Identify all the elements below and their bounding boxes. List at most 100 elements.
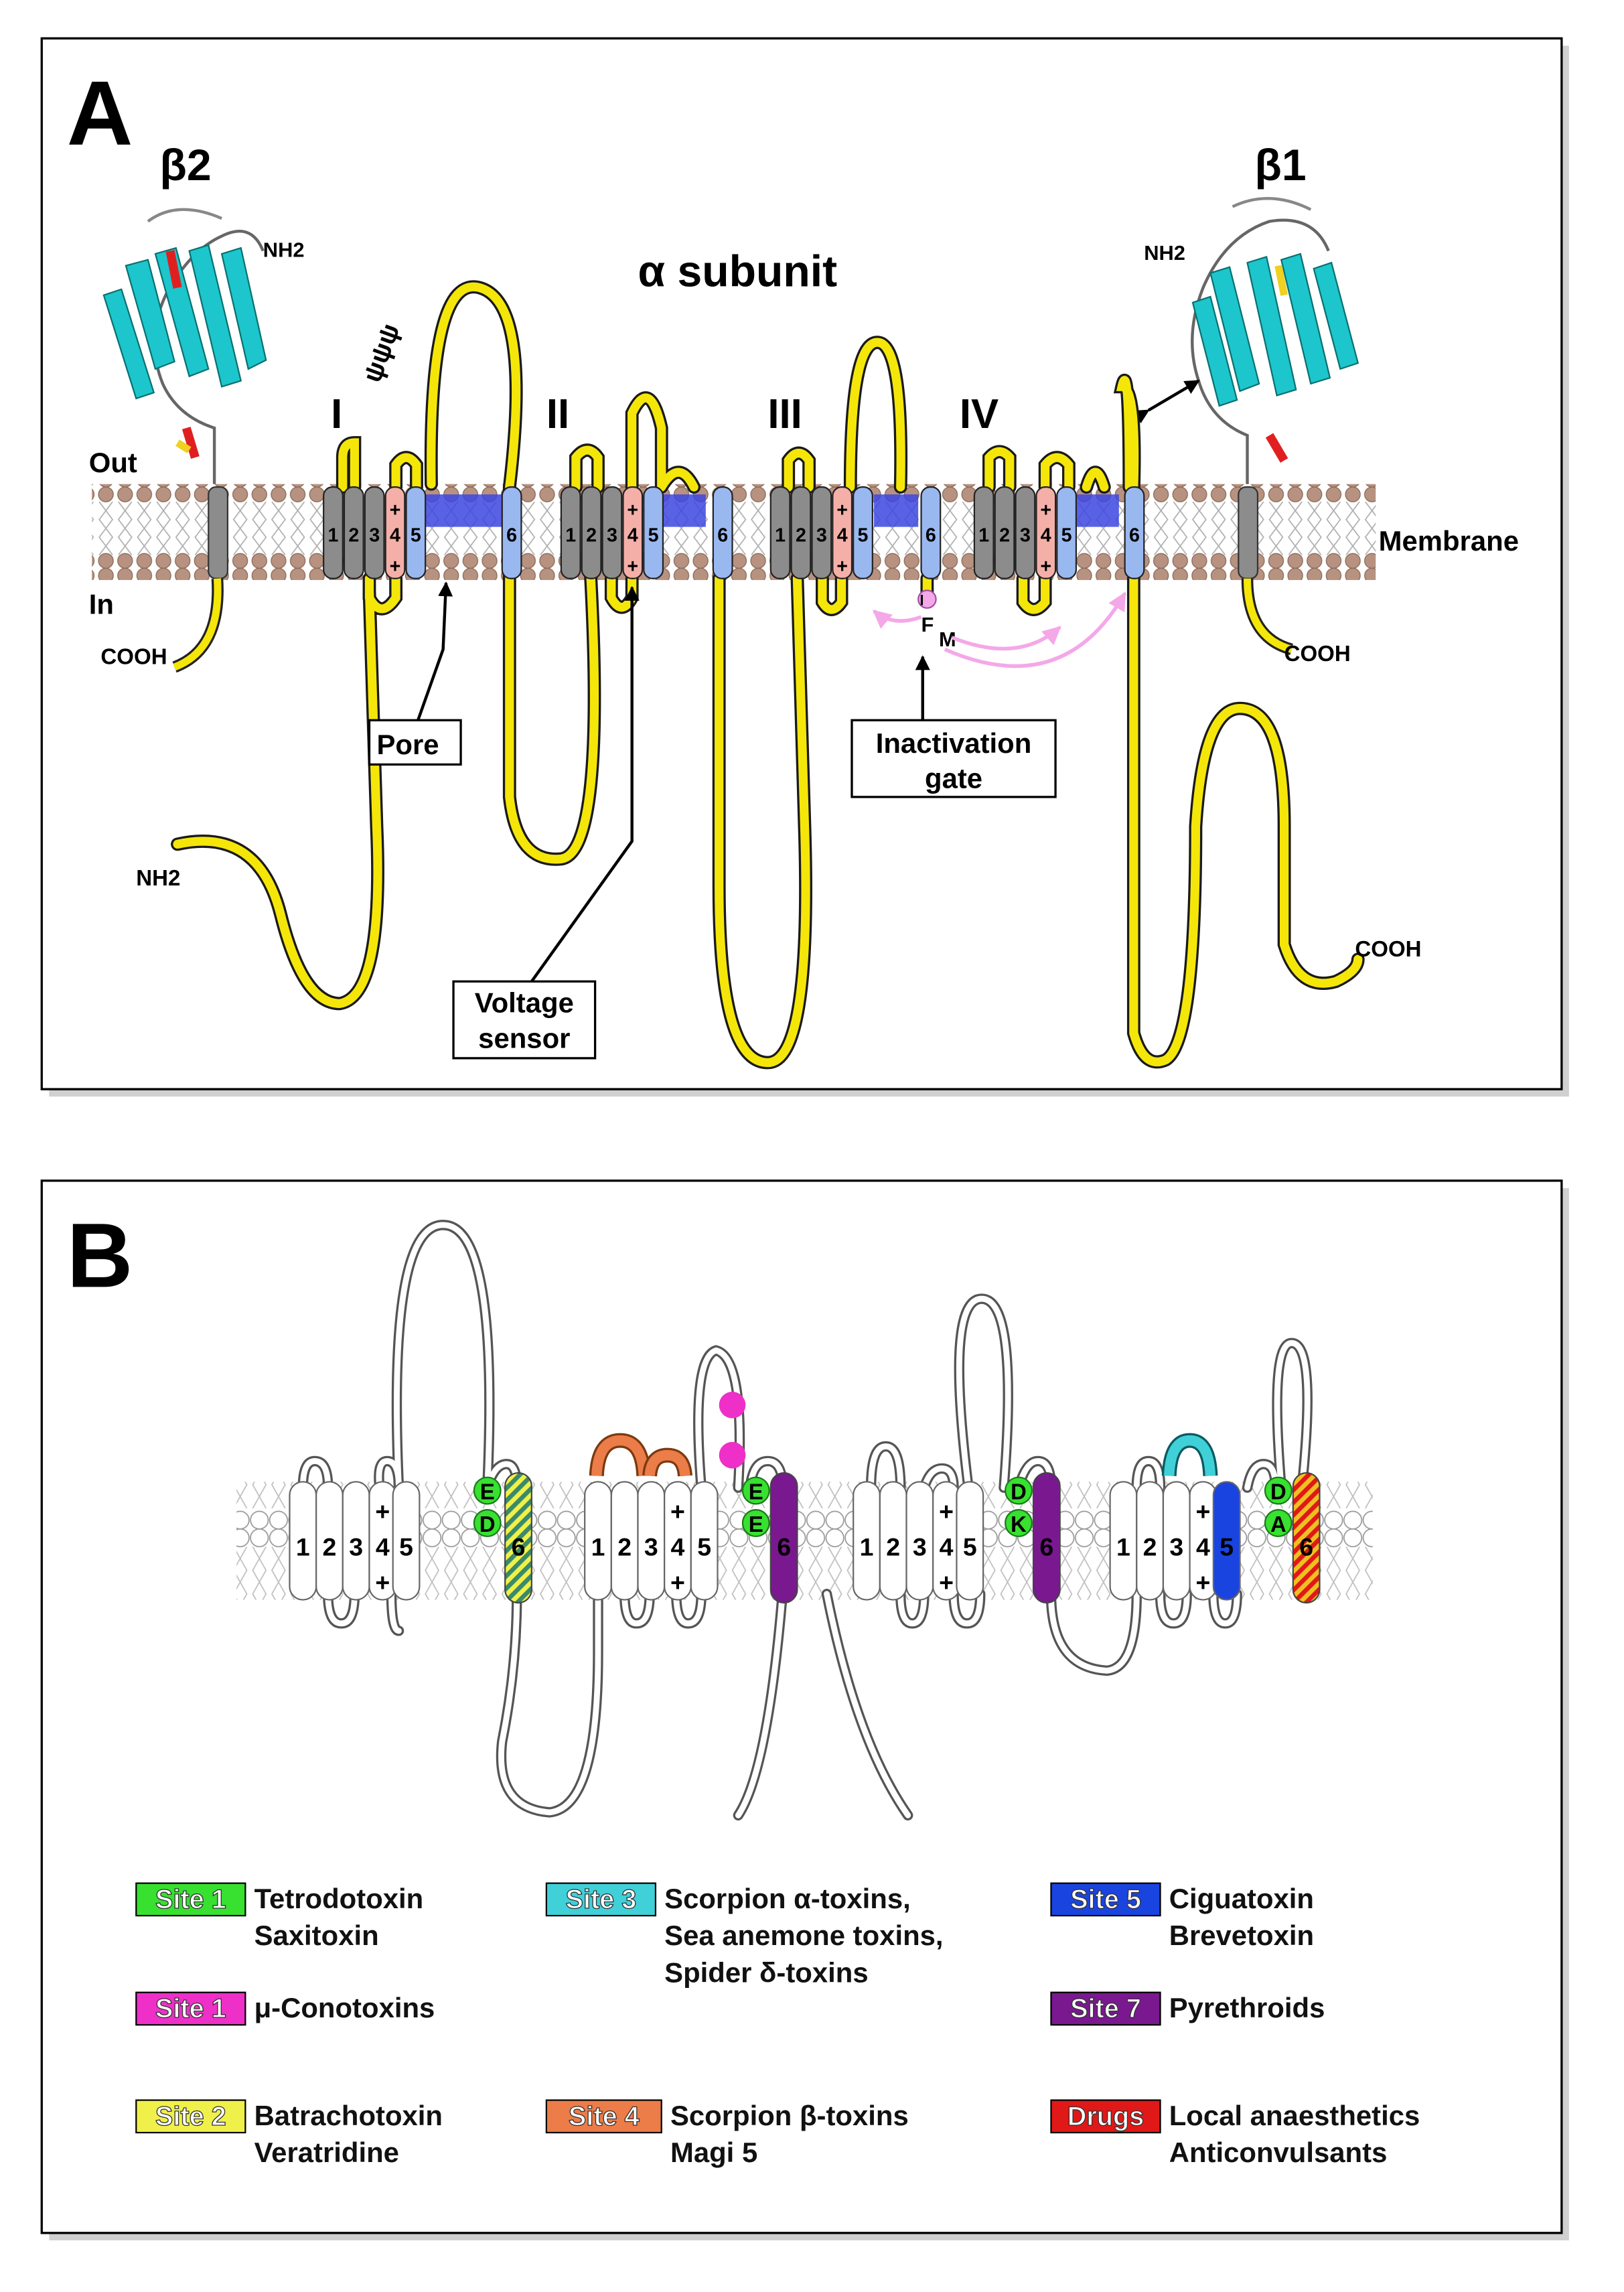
segment-d3-s1: [769, 486, 791, 579]
charge-plus: +: [627, 500, 638, 521]
charge-plus: +: [1040, 500, 1051, 521]
segment-number: 1: [591, 1532, 605, 1561]
beta1-label: β1: [1255, 141, 1307, 190]
segment-number: 6: [1299, 1532, 1313, 1561]
beta2-transmembrane: [208, 486, 229, 579]
residue-d4-1: D: [1270, 1480, 1286, 1505]
beta2-cooh: COOH: [100, 645, 167, 670]
segment-number: 4: [376, 1532, 390, 1561]
legend-swatch: [1050, 1882, 1161, 1917]
legend-text: Sea anemone toxins,: [664, 1920, 943, 1951]
legend-swatch: [1050, 2099, 1161, 2134]
segment-d3-s5: [853, 486, 873, 579]
beta2-structure: [102, 208, 267, 484]
legend-text: Local anaesthetics: [1169, 2100, 1420, 2131]
segment-number: 4: [671, 1532, 685, 1561]
domain-label-1: I: [331, 391, 342, 437]
panel-a-letter: A: [67, 62, 133, 164]
segment-d4-s3: [1015, 486, 1036, 579]
residues: E D E E D K D A: [473, 1476, 1293, 1537]
legend-text: Scorpion β-toxins: [670, 2100, 909, 2131]
segment-number: 3: [816, 525, 827, 547]
residue-d3-2: K: [1011, 1512, 1027, 1537]
segment-number: 2: [323, 1532, 337, 1561]
segment-d3-s6: [920, 486, 942, 579]
segment-number: 4: [390, 525, 400, 547]
legend-text: μ-Conotoxins: [254, 1992, 435, 2023]
segment-number: 4: [940, 1532, 954, 1561]
legend-swatch: [1050, 1991, 1161, 2026]
segment-d1-s4: [384, 486, 406, 579]
segment-number: 3: [607, 525, 617, 547]
charge-plus: +: [627, 556, 638, 577]
ifm-motif: [917, 589, 937, 609]
charge-plus: +: [1040, 556, 1051, 577]
charge-plus: +: [390, 500, 401, 521]
segment-d1-s5: [405, 486, 427, 579]
segment-number: 3: [349, 1532, 363, 1561]
segment-d3-s3: [811, 486, 832, 579]
segment-d2-s6: [712, 486, 733, 579]
legend-tag: Site 3: [565, 1885, 636, 1914]
residue-d1-1: E: [480, 1480, 495, 1505]
segment-number: 5: [858, 525, 869, 547]
segment-number: 6: [1129, 525, 1140, 547]
site4-loop-2: [644, 1449, 690, 1477]
segment-number: 4: [1196, 1532, 1210, 1561]
segment-b-d3-s6: [1032, 1472, 1061, 1604]
site4-loop-1: [591, 1435, 650, 1476]
pore-loop-d2: [661, 494, 706, 527]
segment-number: 3: [913, 1532, 927, 1561]
segment-number: 6: [506, 525, 517, 547]
legend-swatch: [545, 2099, 662, 2134]
segment-b-d1-s6: [504, 1472, 532, 1604]
segment-number: 1: [565, 525, 576, 547]
segment-number: 5: [399, 1532, 413, 1561]
legend-tag: Site 5: [1070, 1885, 1141, 1914]
segment-number: 3: [369, 525, 380, 547]
pore-loop-d3: [874, 494, 919, 527]
segment-number: 1: [775, 525, 786, 547]
alpha-cooh: COOH: [1355, 937, 1421, 962]
charge-plus: +: [836, 556, 848, 577]
legend-text: Magi 5: [670, 2137, 757, 2168]
legend-text: Tetrodotoxin: [254, 1883, 424, 1914]
in-label: In: [89, 589, 114, 620]
residue-d4-2: A: [1270, 1512, 1286, 1537]
membrane-bilayer: [92, 484, 1376, 580]
charge-plus: +: [1195, 1498, 1210, 1526]
segment-number: 6: [512, 1532, 526, 1561]
segment-number: 3: [1169, 1532, 1183, 1561]
legend-text: Saxitoxin: [254, 1920, 379, 1951]
segment-d4-s1: [973, 486, 994, 579]
segment-d3-s4: [832, 486, 853, 579]
panel-b-letter: B: [67, 1204, 133, 1306]
site1-conotoxin-ball-1: [719, 1391, 746, 1419]
segment-b-d2-s5: [690, 1481, 719, 1601]
segment-number: 5: [963, 1532, 977, 1561]
domain-label-4: IV: [960, 391, 999, 437]
segment-b-d1-s5: [392, 1481, 421, 1601]
alpha-subunit-label: α subunit: [638, 246, 837, 296]
segment-b-d4-s5: [1212, 1481, 1241, 1601]
site1-conotoxin-ball-2: [719, 1441, 746, 1469]
membrane-label: Membrane: [1379, 525, 1519, 557]
segment-number: 5: [648, 525, 659, 547]
residue-d2-1: E: [749, 1480, 763, 1505]
segment-d2-s2: [581, 486, 602, 579]
segment-number: 4: [837, 525, 848, 547]
segment-d2-s4: [622, 486, 644, 579]
segment-number: 2: [999, 525, 1010, 547]
charge-plus: +: [836, 500, 848, 521]
charge-plus: +: [670, 1568, 685, 1596]
segment-number: 2: [1143, 1532, 1157, 1561]
legend-text: Spider δ-toxins: [664, 1956, 868, 1988]
charge-plus: +: [670, 1498, 685, 1526]
segment-number: 3: [644, 1532, 658, 1561]
panel-b-frame: [40, 1179, 1563, 2234]
legend-text: Veratridine: [254, 2137, 399, 2168]
domain-label-2: II: [546, 391, 569, 437]
